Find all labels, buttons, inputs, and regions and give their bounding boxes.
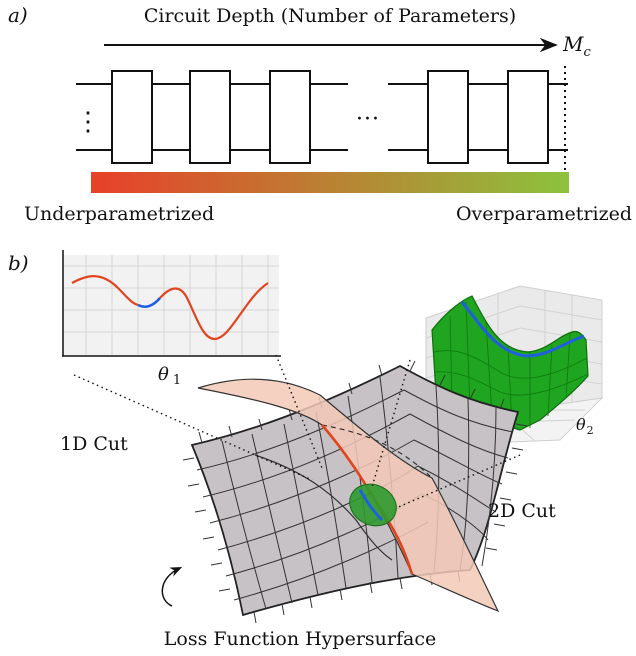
vertical-dots: ⋮ bbox=[75, 107, 101, 137]
hypersurface-label: Loss Function Hypersurface bbox=[164, 628, 436, 650]
connector-1d-right bbox=[275, 354, 323, 469]
connector-1d-left bbox=[73, 374, 313, 481]
region-minimum-path bbox=[358, 489, 383, 521]
cut-plane-lower-edge bbox=[254, 454, 393, 561]
panel-b-label: b) bbox=[8, 251, 29, 275]
local-minimum-segment bbox=[137, 297, 161, 309]
plot-2d-ylabel: θ2 bbox=[576, 415, 594, 437]
circuit-gates bbox=[111, 70, 549, 164]
horizontal-dots: ··· bbox=[356, 107, 380, 132]
dotted-connectors bbox=[73, 354, 521, 509]
gate-2 bbox=[189, 70, 231, 164]
hypersurface-pointer-arrow bbox=[161, 567, 183, 607]
cut-plane-dashed-edge bbox=[321, 424, 431, 477]
overparametrized-label: Overparametrized bbox=[456, 203, 632, 225]
cut-2d-label: 2D Cut bbox=[488, 500, 556, 522]
circuit-depth-title: Circuit Depth (Number of Parameters) bbox=[144, 5, 516, 27]
gate-5 bbox=[507, 70, 549, 164]
panel-a: a) Circuit Depth (Number of Parameters) … bbox=[8, 3, 632, 225]
mc-label: Mc bbox=[562, 32, 591, 60]
plot-1d-background bbox=[63, 255, 279, 355]
gate-4 bbox=[427, 70, 469, 164]
gate-3 bbox=[269, 70, 311, 164]
loss-curve-right bbox=[159, 282, 269, 341]
parametrization-gradient-bar bbox=[91, 172, 569, 193]
saddle-minimum-path bbox=[460, 301, 585, 358]
connector-2d-left bbox=[371, 359, 411, 488]
underparametrized-label: Underparametrized bbox=[24, 203, 214, 225]
cut-1d-label: 1D Cut bbox=[60, 433, 128, 455]
loss-curve-left bbox=[71, 275, 139, 307]
gate-1 bbox=[111, 70, 153, 164]
panel-a-label: a) bbox=[8, 3, 28, 27]
